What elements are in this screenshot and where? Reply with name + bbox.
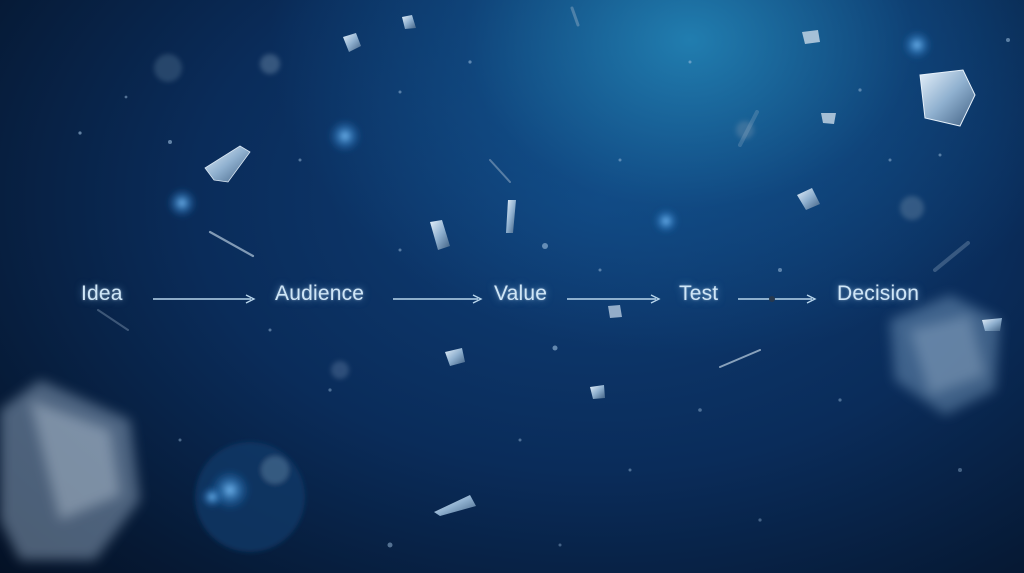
crystal-shard-icon: [982, 318, 1002, 331]
process-flow: Idea Audience Value Test Decision: [0, 270, 1024, 322]
crystal-shard-icon: [434, 495, 476, 516]
crystal-shard-icon: [802, 30, 820, 44]
step-audience: Audience: [275, 282, 365, 305]
crystal-shard-icon: [590, 385, 605, 399]
crystal-shard-icon: [343, 33, 361, 52]
crystal-shard-icon: [430, 220, 450, 250]
right-arrow-icon: [153, 294, 256, 304]
crystal-shard-icon: [445, 348, 465, 366]
step-value: Value: [494, 282, 548, 305]
step-idea: Idea: [81, 282, 123, 305]
crystal-shard-icon: [0, 380, 140, 560]
crystal-shard-icon: [890, 295, 1000, 415]
crystal-shard-icon: [821, 113, 836, 124]
crystal-shard-icon: [608, 305, 622, 318]
right-arrow-icon: [567, 294, 661, 304]
crystal-shard-icon: [402, 15, 416, 29]
step-decision: Decision: [837, 282, 920, 305]
right-arrow-icon: [393, 294, 483, 304]
crystal-shard-icon: [506, 200, 516, 233]
crystal-shard-icon: [204, 145, 251, 183]
step-test: Test: [679, 282, 719, 305]
crystal-shard-icon: [797, 188, 820, 210]
right-arrow-icon: [738, 294, 817, 304]
crystal-shard-icon: [919, 69, 976, 127]
